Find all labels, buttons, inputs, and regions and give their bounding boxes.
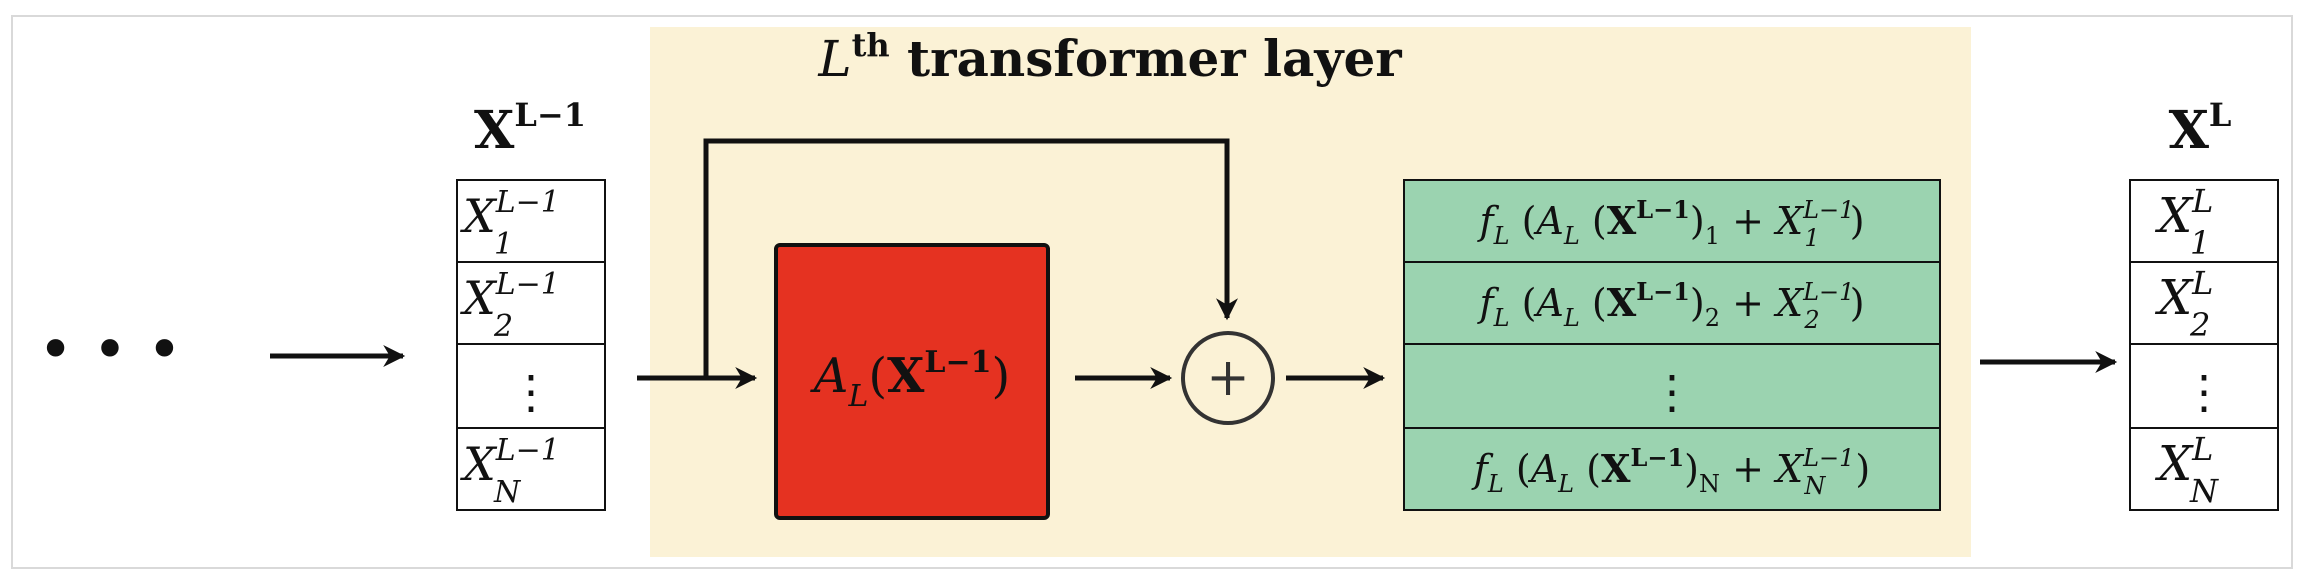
- input-cell-3: [456, 343, 606, 429]
- residual-skip-connection: [703, 138, 1238, 378]
- input-vdots: ⋮: [508, 365, 554, 419]
- input-label: XL−1: [474, 96, 586, 161]
- layer-title-superscript: th: [852, 26, 890, 64]
- ffn-vdots: ⋮: [1649, 365, 1695, 419]
- ffn-cell-4: [1403, 427, 1941, 511]
- ffn-cell-3: [1403, 343, 1941, 429]
- output-label: XL: [2169, 96, 2232, 161]
- ffn-cell-2: [1403, 261, 1941, 345]
- input-cell-1: [456, 179, 606, 263]
- layer-title-symbol: L: [817, 30, 851, 88]
- output-cell-3: [2129, 343, 2279, 429]
- layer-title: Lth transformer layer: [817, 26, 1402, 88]
- attention-label: AL(XL−1): [810, 345, 1010, 414]
- previous-layers-ellipsis: • • •: [38, 315, 182, 385]
- input-cell-4: [456, 427, 606, 511]
- layer-title-text: transformer layer: [890, 29, 1403, 88]
- add-symbol: +: [1206, 348, 1250, 408]
- output-cell-2: [2129, 261, 2279, 345]
- output-cell-4: [2129, 427, 2279, 511]
- attention-block: [774, 243, 1050, 520]
- output-vdots: ⋮: [2181, 365, 2227, 419]
- residual-add-node: [1181, 331, 1275, 425]
